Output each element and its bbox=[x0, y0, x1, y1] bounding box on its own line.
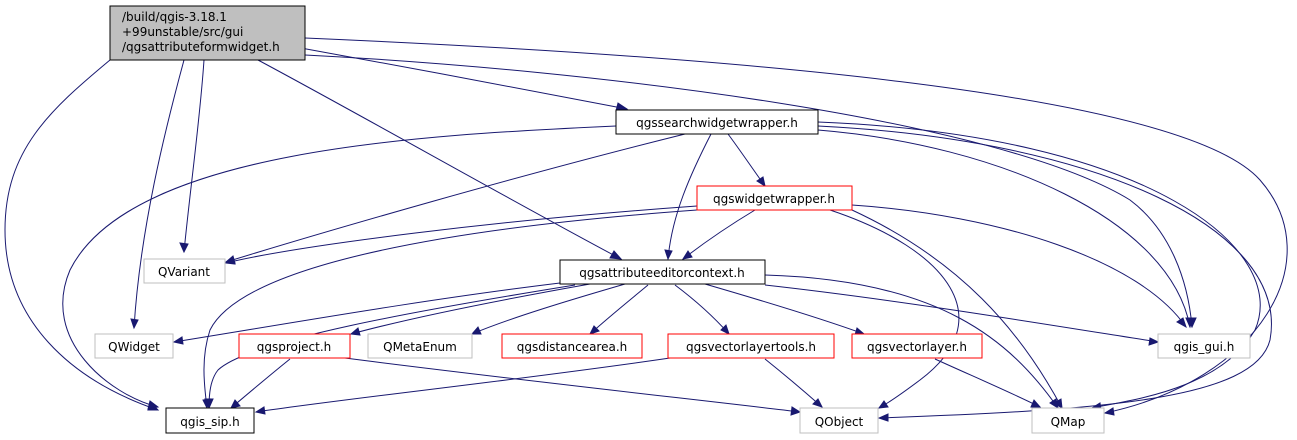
edge-qgssearchwidgetwrapper-to-qgis-sip bbox=[62, 125, 617, 410]
edge-qgsattributeeditorcontext-to-qgsvectorlayertools bbox=[674, 284, 730, 335]
node-label: QObject bbox=[815, 415, 864, 429]
node-qgis-gui[interactable]: qgis_gui.h bbox=[1157, 333, 1251, 359]
node-qgsproject[interactable]: qgsproject.h bbox=[238, 333, 351, 359]
node-label: QMap bbox=[1051, 415, 1086, 429]
edge-qgswidgetwrapper-to-qgis-gui bbox=[851, 204, 1187, 329]
node-label: qgsvectorlayer.h bbox=[867, 340, 967, 354]
edge-qgssearchwidgetwrapper-to-qgis-gui bbox=[817, 129, 1194, 329]
edge-qgsproject-to-qgis-sip bbox=[230, 358, 291, 409]
nodes: /build/qgis-3.18.1 +99unstable/src/gui /… bbox=[94, 5, 1251, 434]
root-label-line-1: /build/qgis-3.18.1 bbox=[122, 10, 227, 24]
edge-root-to-qvariant bbox=[179, 59, 205, 254]
edge-qgsattributeeditorcontext-to-qgis-gui bbox=[764, 284, 1160, 346]
node-label: qgis_sip.h bbox=[180, 415, 239, 429]
edge-qgssearchwidgetwrapper-to-qgswidgetwrapper bbox=[727, 133, 766, 188]
edge-qgswidgetwrapper-to-qgis-sip bbox=[202, 209, 698, 410]
edge-qgsattributeeditorcontext-to-qmetaenum bbox=[470, 283, 626, 335]
edge-qgsvectorlayertools-to-qgis-sip bbox=[254, 357, 671, 415]
edge-qgswidgetwrapper-to-qvariant bbox=[224, 205, 698, 265]
edge-qgssearchwidgetwrapper-to-qgsattributeeditorcontext bbox=[664, 133, 712, 261]
edge-qgsvectorlayertools-to-qobject bbox=[764, 358, 823, 408]
edge-root-to-qgsattributeeditorcontext bbox=[257, 59, 623, 260]
edge-qgssearchwidgetwrapper-to-qmap bbox=[817, 121, 1261, 411]
node-label: qgswidgetwrapper.h bbox=[713, 192, 835, 206]
node-label: QMetaEnum bbox=[383, 340, 457, 354]
edge-qgsattributeeditorcontext-to-qgsdistancearea bbox=[589, 284, 649, 335]
edge-qgswidgetwrapper-to-qmap bbox=[851, 209, 1063, 409]
node-qobject[interactable]: QObject bbox=[799, 407, 879, 434]
edge-qgssearchwidgetwrapper-to-qobject bbox=[817, 125, 1272, 422]
node-label: qgis_gui.h bbox=[1174, 340, 1235, 354]
node-label: qgsdistancearea.h bbox=[517, 340, 628, 354]
node-label: qgssearchwidgetwrapper.h bbox=[636, 116, 798, 130]
node-label: qgsvectorlayertools.h bbox=[686, 340, 816, 354]
node-qgsvectorlayertools[interactable]: qgsvectorlayertools.h bbox=[667, 333, 835, 359]
node-qgsattributeeditorcontext[interactable]: qgsattributeeditorcontext.h bbox=[559, 259, 766, 285]
node-qgis-sip[interactable]: qgis_sip.h bbox=[165, 407, 255, 434]
edge-qgswidgetwrapper-to-qgsattributeeditorcontext bbox=[681, 209, 756, 260]
node-root-qgsattributeformwidget[interactable]: /build/qgis-3.18.1 +99unstable/src/gui /… bbox=[109, 5, 306, 61]
edge-qgswidgetwrapper-to-qobject bbox=[829, 209, 960, 409]
root-label-line-2: +99unstable/src/gui bbox=[122, 25, 243, 39]
edge-qgssearchwidgetwrapper-to-qvariant bbox=[224, 133, 686, 264]
node-label: qgsattributeeditorcontext.h bbox=[579, 266, 745, 280]
node-label: QWidget bbox=[108, 340, 160, 354]
node-qmetaenum[interactable]: QMetaEnum bbox=[367, 333, 473, 359]
edge-qgsvectorlayer-to-qmap bbox=[934, 358, 1042, 408]
node-qmap[interactable]: QMap bbox=[1031, 407, 1105, 434]
edges bbox=[4, 37, 1288, 422]
node-label: QVariant bbox=[158, 265, 210, 279]
edge-qgsattributeeditorcontext-to-qgsvectorlayer bbox=[704, 283, 866, 336]
node-qgssearchwidgetwrapper[interactable]: qgssearchwidgetwrapper.h bbox=[615, 109, 819, 135]
edge-qgsproject-to-qobject bbox=[344, 357, 802, 416]
edge-qgsattributeeditorcontext-to-qgsproject bbox=[349, 283, 591, 336]
edge-qgsattributeeditorcontext-to-qwidget bbox=[172, 282, 561, 345]
root-label-line-3: /qgsattributeformwidget.h bbox=[122, 40, 280, 54]
node-qgsdistancearea[interactable]: qgsdistancearea.h bbox=[501, 333, 643, 359]
edge-root-to-qgssearchwidgetwrapper bbox=[289, 45, 629, 112]
node-qgswidgetwrapper[interactable]: qgswidgetwrapper.h bbox=[696, 185, 853, 211]
edge-qgsattributeeditorcontext-to-qmap bbox=[764, 274, 1059, 410]
node-qgsvectorlayer[interactable]: qgsvectorlayer.h bbox=[851, 333, 983, 359]
node-qwidget[interactable]: QWidget bbox=[94, 333, 174, 359]
edge-root-to-qwidget bbox=[130, 59, 185, 330]
node-qvariant[interactable]: QVariant bbox=[143, 258, 226, 284]
node-label: qgsproject.h bbox=[257, 340, 332, 354]
